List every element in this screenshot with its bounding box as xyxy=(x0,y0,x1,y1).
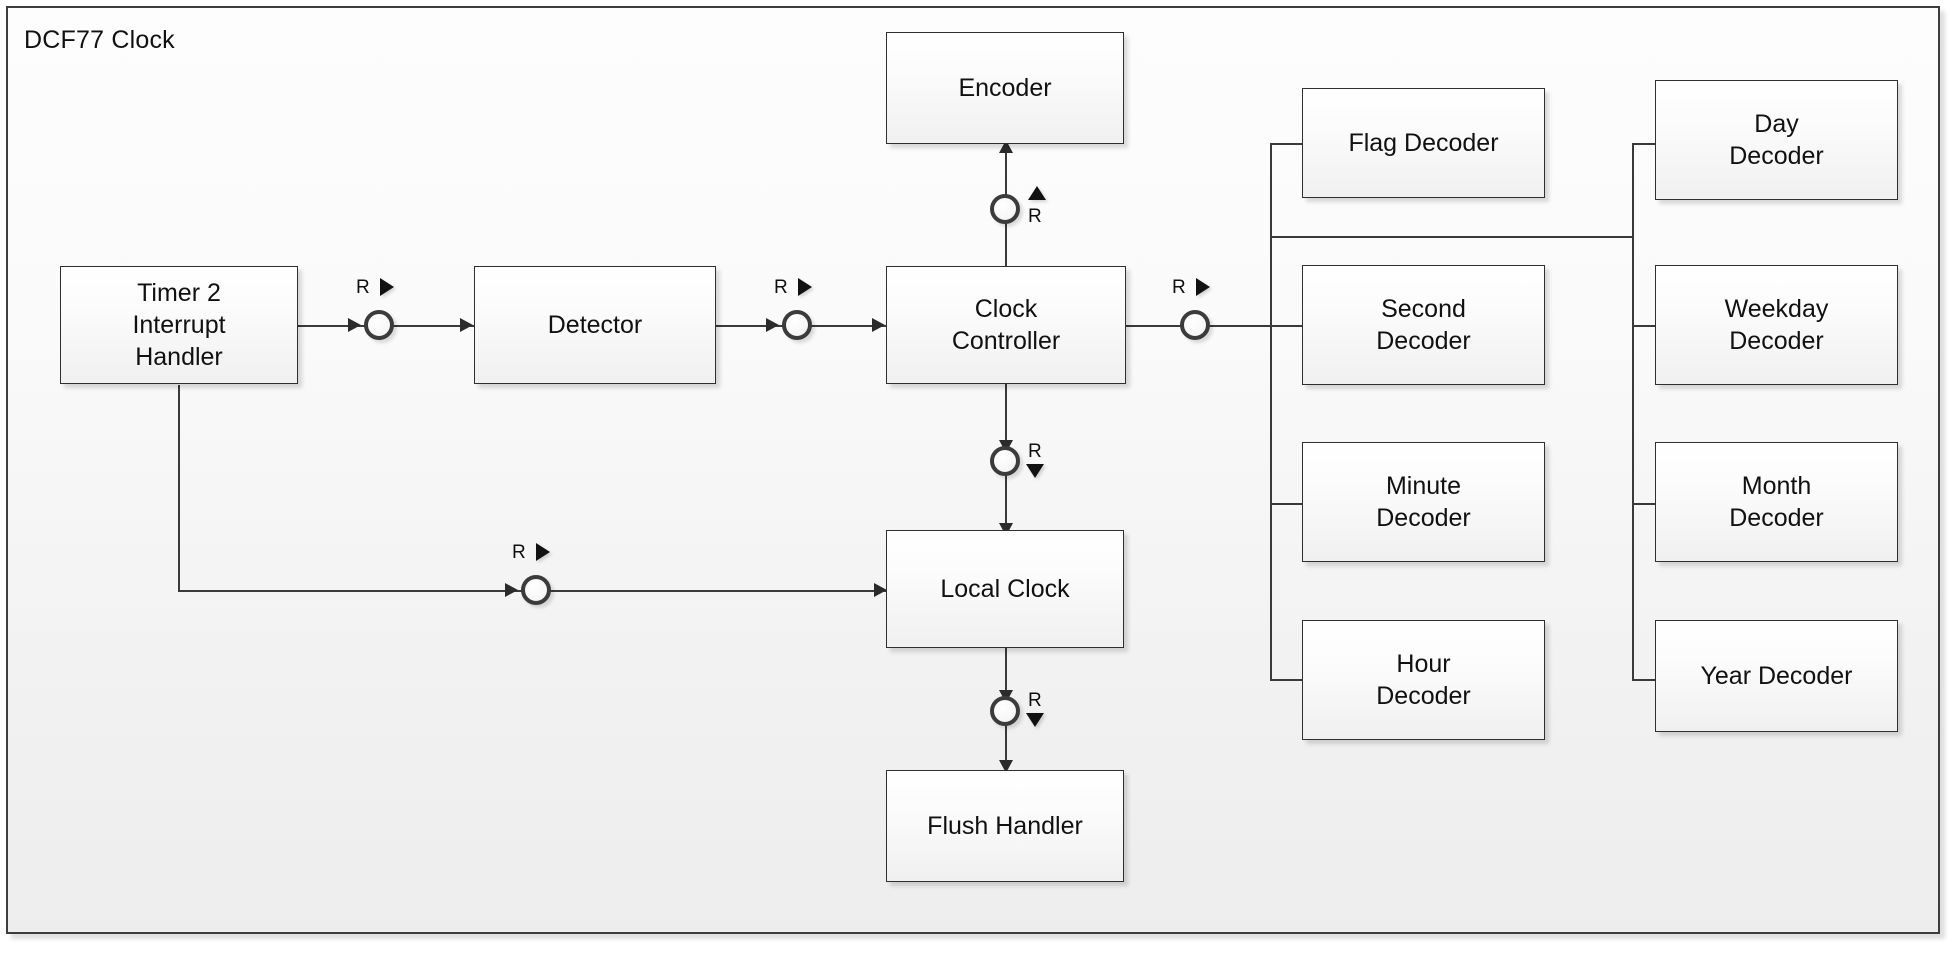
port-detector-to-clock-controller[interactable] xyxy=(782,310,812,340)
port-label-detector-to-clock-controller: R xyxy=(774,277,788,298)
stub-flag-decoder xyxy=(1270,143,1302,145)
box-encoder[interactable]: Encoder xyxy=(886,32,1124,144)
stub-minute-decoder xyxy=(1270,503,1302,505)
arrowhead-into-detector xyxy=(460,318,473,332)
arrowhead-into-flush-handler xyxy=(999,760,1013,773)
port-direction-icon-right-3 xyxy=(1196,278,1210,296)
port-clock-controller-to-encoder[interactable] xyxy=(990,194,1020,224)
decoder-bus-right-trunk xyxy=(1632,143,1634,679)
line-timer2-down xyxy=(178,385,180,591)
box-month-decoder[interactable]: Month Decoder xyxy=(1655,442,1898,562)
port-label-timer2-to-detector: R xyxy=(356,277,370,298)
box-minute-decoder[interactable]: Minute Decoder xyxy=(1302,442,1545,562)
port-direction-icon-down-2 xyxy=(1026,713,1044,727)
arrowhead-into-local-clock-left xyxy=(874,583,887,597)
stub-hour-decoder xyxy=(1270,679,1302,681)
port-label-clock-controller-to-encoder: R xyxy=(1028,206,1042,227)
decoder-bus-left-trunk xyxy=(1270,143,1272,679)
arrowhead-into-clock-controller xyxy=(872,318,885,332)
stub-weekday-decoder xyxy=(1632,325,1664,327)
port-clock-controller-to-local-clock[interactable] xyxy=(990,446,1020,476)
port-direction-icon-right-4 xyxy=(536,543,550,561)
port-direction-icon-right-1 xyxy=(380,278,394,296)
box-detector[interactable]: Detector xyxy=(474,266,716,384)
box-flag-decoder[interactable]: Flag Decoder xyxy=(1302,88,1545,198)
port-direction-icon-up-1 xyxy=(1028,186,1046,200)
box-second-decoder[interactable]: Second Decoder xyxy=(1302,265,1545,385)
stub-year-decoder xyxy=(1632,679,1664,681)
box-local-clock[interactable]: Local Clock xyxy=(886,530,1124,648)
port-timer2-to-local-clock[interactable] xyxy=(521,575,551,605)
box-weekday-decoder[interactable]: Weekday Decoder xyxy=(1655,265,1898,385)
port-direction-icon-right-2 xyxy=(798,278,812,296)
port-label-clock-controller-to-decoders: R xyxy=(1172,277,1186,298)
port-timer2-to-detector[interactable] xyxy=(364,310,394,340)
port-clock-controller-to-decoders[interactable] xyxy=(1180,310,1210,340)
port-direction-icon-down-1 xyxy=(1026,464,1044,478)
arrowhead-into-port-timer2-localclock xyxy=(505,583,518,597)
box-year-decoder[interactable]: Year Decoder xyxy=(1655,620,1898,732)
box-hour-decoder[interactable]: Hour Decoder xyxy=(1302,620,1545,740)
box-day-decoder[interactable]: Day Decoder xyxy=(1655,80,1898,200)
link-left-bus-to-right-bus xyxy=(1270,236,1632,238)
port-label-timer2-to-local-clock: R xyxy=(512,542,526,563)
box-flush-handler[interactable]: Flush Handler xyxy=(886,770,1124,882)
stub-day-decoder xyxy=(1632,143,1664,145)
diagram-title: DCF77 Clock xyxy=(24,26,175,54)
box-clock-controller[interactable]: Clock Controller xyxy=(886,266,1126,384)
port-label-clock-controller-to-local-clock: R xyxy=(1028,441,1042,462)
port-label-local-clock-to-flush-handler: R xyxy=(1028,690,1042,711)
box-timer-2-interrupt-handler[interactable]: Timer 2 Interrupt Handler xyxy=(60,266,298,384)
arrowhead-into-port-detector-cc xyxy=(766,318,779,332)
stub-month-decoder xyxy=(1632,503,1664,505)
port-local-clock-to-flush-handler[interactable] xyxy=(990,696,1020,726)
stub-second-decoder xyxy=(1270,325,1302,327)
arrowhead-into-port-timer2-detector xyxy=(348,318,361,332)
